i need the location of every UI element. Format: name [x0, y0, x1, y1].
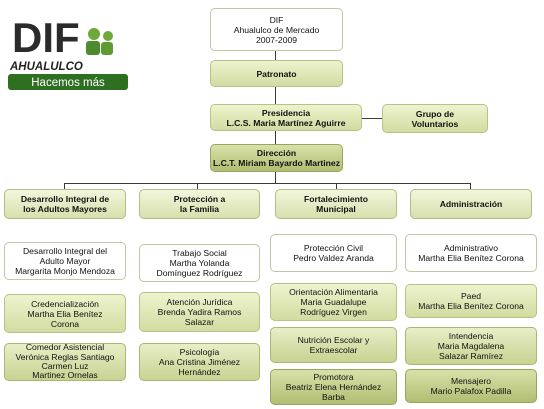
header-line: Desarrollo Integral de	[20, 194, 110, 204]
unit-line: Martha Yolanda	[169, 258, 230, 268]
voluntarios-line: Grupo de	[415, 108, 455, 119]
header-line: los Adultos Mayores	[23, 204, 107, 214]
department-header: Desarrollo Integral de los Adultos Mayor…	[4, 189, 126, 219]
logo-town: AHUALULCO	[9, 61, 83, 73]
unit-line: Pedro Valdez Aranda	[293, 253, 374, 263]
unit-line: Carmen Luz	[41, 361, 89, 371]
department-header: Protección a la Familia	[139, 189, 260, 219]
connector	[470, 183, 471, 189]
root-line: 2007-2009	[255, 34, 298, 45]
unit-line: Rodríguez Virgen	[300, 307, 367, 317]
unit-node: Administrativo Martha Elia Benítez Coron…	[405, 234, 537, 272]
unit-node: Mensajero Mario Palafox Padilla	[405, 369, 537, 403]
unit-line: Verónica Reglas Santiago	[15, 351, 115, 362]
header-line: la Familia	[179, 204, 220, 214]
connector	[361, 118, 382, 119]
voluntarios-node: Grupo de Voluntarios	[382, 104, 488, 133]
department-header: Fortalecimiento Municipal	[275, 189, 397, 219]
unit-line: Protección Civil	[303, 243, 364, 253]
unit-line: Paed	[460, 291, 482, 301]
unit-line: Comedor Asistencial	[25, 342, 105, 353]
unit-line: Hernández	[178, 367, 221, 377]
unit-line: Mensajero	[450, 376, 492, 386]
header-line: Fortalecimiento	[304, 194, 368, 204]
root-line: Ahualulco de Mercado	[233, 24, 320, 35]
unit-line: Ana Cristina Jiménez	[158, 357, 241, 367]
unit-node: Promotora Beatriz Elena Hernández Barba	[270, 369, 397, 405]
unit-node: Comedor Asistencial Verónica Reglas Sant…	[4, 342, 126, 381]
unit-line: Atención Jurídica	[166, 297, 233, 307]
unit-line: Maria Guadalupe	[300, 297, 367, 307]
unit-line: Mario Palafox Padilla	[430, 386, 512, 396]
dif-logo-graphic: DIF AHUALULCO Hacemos más	[8, 14, 128, 90]
unit-node: Nutrición Escolar y Extraescolar	[270, 327, 397, 363]
connector	[275, 50, 276, 60]
header-line: Municipal	[316, 204, 356, 214]
patronato-node: Patronato	[210, 60, 343, 87]
unit-line: Adulto Mayor	[39, 256, 91, 266]
header-line: Administración	[439, 199, 503, 209]
unit-line: Brenda Yadira Ramos	[157, 307, 242, 317]
direccion-title: Dirección	[256, 148, 297, 158]
unit-line: Martha Elia Benítez Corona	[418, 253, 524, 263]
unit-line: Nutrición Escolar y	[297, 335, 370, 345]
unit-line: Martinez Ornelas	[32, 370, 98, 381]
connector	[275, 131, 276, 144]
unit-line: Psicología	[179, 347, 220, 357]
presidencia-title: Presidencia	[261, 107, 311, 118]
root-node: DIF Ahualulco de Mercado 2007-2009	[210, 8, 343, 51]
direccion-name: L.C.T. Miriam Bayardo Martinez	[212, 158, 341, 168]
unit-line: Administrativo	[444, 243, 498, 253]
logo-slogan: Hacemos más	[31, 77, 105, 89]
unit-line: Maria Magdalena	[437, 341, 505, 351]
unit-node: Desarrollo Integral del Adulto Mayor Mar…	[4, 242, 126, 280]
unit-line: Martha Elia Benítez	[27, 308, 103, 319]
connector	[275, 172, 276, 183]
unit-node: Intendencia Maria Magdalena Salazar Ramí…	[405, 327, 537, 365]
unit-line: Salazar Ramírez	[439, 351, 503, 361]
direccion-node: Dirección L.C.T. Miriam Bayardo Martinez	[210, 144, 343, 172]
connector	[64, 183, 65, 189]
connector	[64, 183, 471, 184]
presidencia-node: Presidencia L.C.S. Maria Martínez Aguirr…	[210, 104, 362, 131]
unit-line: Trabajo Social	[172, 248, 227, 258]
department-header: Administración	[410, 189, 532, 219]
logo-mark: DIF	[12, 14, 80, 61]
root-line: DIF	[269, 14, 284, 25]
header-line: Protección a	[173, 194, 226, 204]
unit-line: Extraescolar	[309, 345, 358, 355]
unit-node: Protección Civil Pedro Valdez Aranda	[270, 234, 397, 272]
unit-node: Atención Jurídica Brenda Yadira Ramos Sa…	[139, 292, 260, 332]
connector	[197, 183, 198, 189]
unit-line: Corona	[50, 318, 80, 329]
connector	[275, 87, 276, 104]
unit-line: Promotora	[313, 372, 354, 382]
unit-line: Orientación Alimentaria	[289, 287, 378, 297]
unit-node: Psicología Ana Cristina Jiménez Hernánde…	[139, 343, 260, 381]
unit-line: Desarrollo Integral del	[22, 246, 108, 256]
unit-node: Trabajo Social Martha Yolanda Domínguez …	[139, 244, 260, 282]
unit-line: Barba	[322, 392, 345, 402]
unit-line: Beatriz Elena Hernández	[285, 382, 382, 392]
unit-line: Salazar	[184, 317, 215, 327]
voluntarios-line: Voluntarios	[411, 118, 459, 129]
dif-logo: DIF AHUALULCO Hacemos más	[8, 8, 130, 93]
unit-line: Domínguez Rodríguez	[156, 268, 243, 278]
presidencia-name: L.C.S. Maria Martínez Aguirre	[226, 117, 346, 128]
unit-node: Credencialización Martha Elia Benítez Co…	[4, 294, 126, 333]
unit-line: Credencialización	[31, 298, 99, 309]
unit-line: Intendencia	[448, 331, 494, 341]
unit-line: Martha Elia Benítez Corona	[418, 301, 524, 311]
unit-node: Paed Martha Elia Benítez Corona	[405, 284, 537, 318]
unit-line: Margarita Monjo Mendoza	[15, 266, 115, 276]
connector	[336, 183, 337, 189]
unit-node: Orientación Alimentaria Maria Guadalupe …	[270, 283, 397, 321]
patronato-label: Patronato	[256, 68, 297, 79]
